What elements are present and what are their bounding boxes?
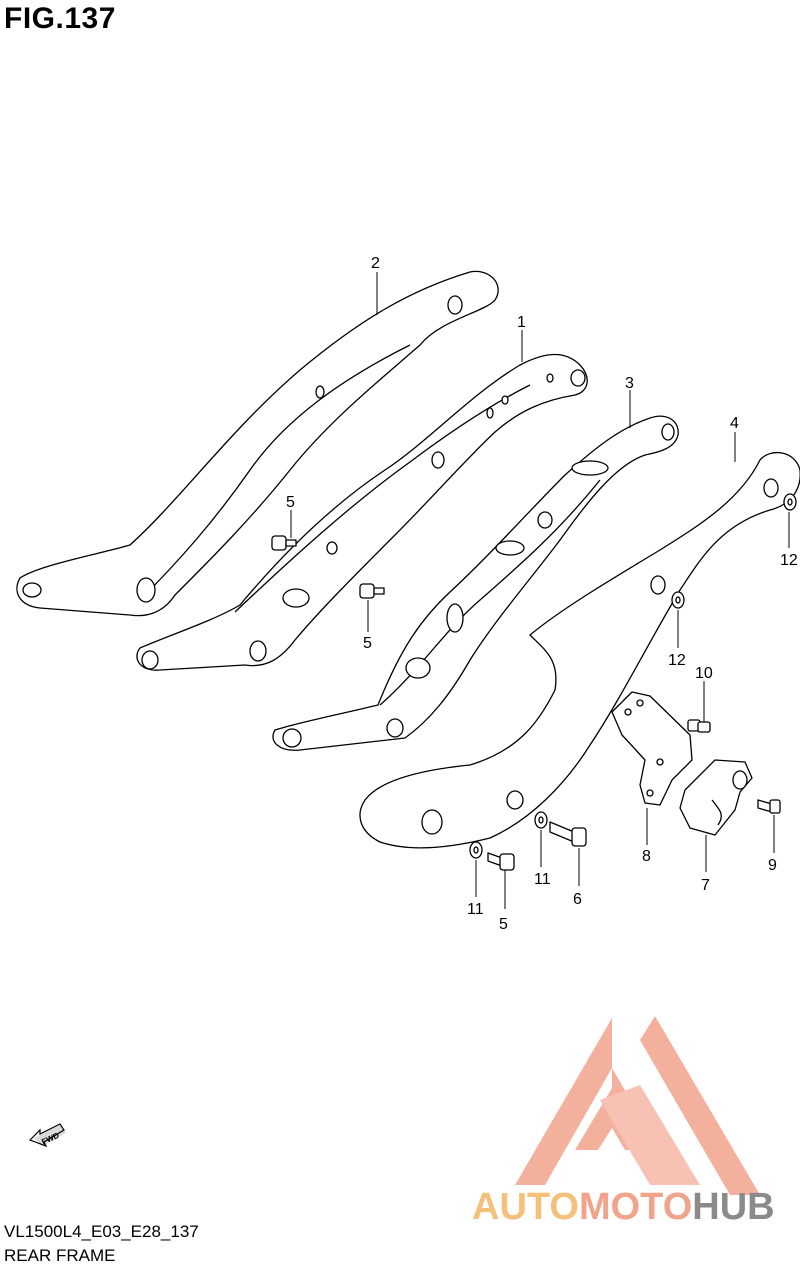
callout-1: 1 — [517, 314, 526, 331]
callout-5-upper: 5 — [286, 494, 295, 511]
washer-part-12-middle — [671, 591, 685, 609]
frame-part-4 — [359, 451, 800, 849]
watermark-text: AUTOMOTOHUB — [472, 1186, 775, 1229]
figure-title: FIG.137 — [4, 2, 116, 35]
watermark-moto: MOTO — [578, 1186, 693, 1228]
bolt-part-5-upper — [271, 535, 297, 551]
cushion-part-7 — [679, 759, 753, 836]
frame-part-2 — [16, 270, 499, 617]
callout-3: 3 — [625, 375, 634, 392]
callout-5-middle: 5 — [363, 635, 372, 652]
callout-5-lower: 5 — [499, 916, 508, 933]
callout-4: 4 — [730, 415, 739, 432]
callout-2: 2 — [371, 255, 380, 272]
bolt-part-6 — [549, 821, 587, 847]
callout-12-middle: 12 — [668, 652, 686, 669]
callout-11-upper: 11 — [534, 871, 551, 888]
washer-part-11-lower — [469, 841, 483, 859]
frame-part-3 — [272, 415, 679, 751]
leader-lines — [290, 272, 790, 909]
callout-7: 7 — [701, 877, 710, 894]
callout-11-lower: 11 — [467, 901, 484, 918]
washer-part-12-right — [783, 493, 797, 511]
watermark-hub: HUB — [692, 1186, 775, 1228]
callout-6: 6 — [573, 891, 582, 908]
watermark-auto: AUTO — [472, 1186, 579, 1228]
washer-part-11-upper — [534, 811, 548, 829]
bracket-part-8 — [611, 691, 693, 806]
callout-12-right: 12 — [780, 552, 798, 569]
watermark-logo — [515, 1016, 760, 1195]
figure-name: REAR FRAME — [4, 1246, 116, 1265]
callout-10: 10 — [695, 665, 713, 682]
bolt-part-10 — [687, 719, 711, 733]
figure-code: VL1500L4_E03_E28_137 — [4, 1222, 199, 1241]
bolt-part-5-middle — [359, 583, 385, 599]
frame-part-1 — [136, 353, 588, 671]
callout-9: 9 — [768, 857, 777, 874]
callout-8: 8 — [642, 848, 651, 865]
bolt-part-5-lower — [487, 852, 515, 871]
bolt-part-9 — [757, 799, 781, 814]
fwd-arrow-icon: FWD — [28, 1123, 66, 1148]
